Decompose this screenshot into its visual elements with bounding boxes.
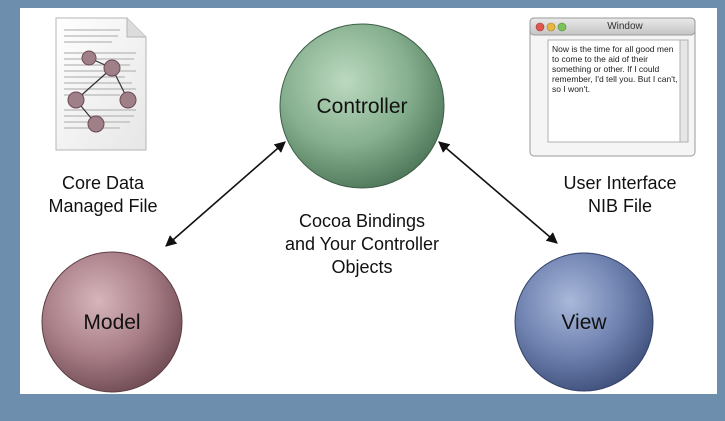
core-data-caption-line2: Managed File [48, 196, 158, 216]
window-text-line: so I won't. [552, 84, 591, 94]
window-close-button [535, 22, 545, 32]
controller-node [279, 23, 445, 189]
model-label: Model [83, 311, 141, 334]
user-interface-caption-line1: User Interface [563, 173, 677, 193]
window-title: Window [607, 21, 643, 32]
cocoa-caption-line2: and Your Controller [284, 234, 440, 254]
user-interface-caption: User Interface NIB File [540, 172, 700, 218]
cocoa-caption-line1: Cocoa Bindings [298, 211, 426, 231]
user-interface-caption-line2: NIB File [587, 196, 652, 216]
controller-label: Controller [316, 95, 408, 118]
window-text-line: Now is the time for all good men [552, 44, 674, 54]
window-icon [529, 17, 696, 157]
window-minimize-button [546, 22, 556, 32]
window-text-area: Now is the time for all good men to come… [552, 44, 680, 94]
window-text-line: remember, I'd tell you. But I can't, [552, 74, 678, 84]
core-data-caption-line1: Core Data [61, 173, 145, 193]
model-node [41, 251, 183, 393]
cocoa-bindings-caption: Cocoa Bindings and Your Controller Objec… [255, 210, 469, 279]
view-node [514, 252, 654, 392]
window-zoom-button [557, 22, 567, 32]
core-data-caption: Core Data Managed File [28, 172, 178, 218]
edge-controller-model [165, 141, 286, 247]
document-with-graph-icon [55, 17, 147, 151]
window-text-line: to come to the aid of their [552, 54, 648, 64]
window-text-line: something or other. If I could [552, 64, 660, 74]
view-label: View [561, 311, 607, 334]
cocoa-caption-line3: Objects [331, 257, 393, 277]
edge-controller-view [438, 141, 558, 244]
